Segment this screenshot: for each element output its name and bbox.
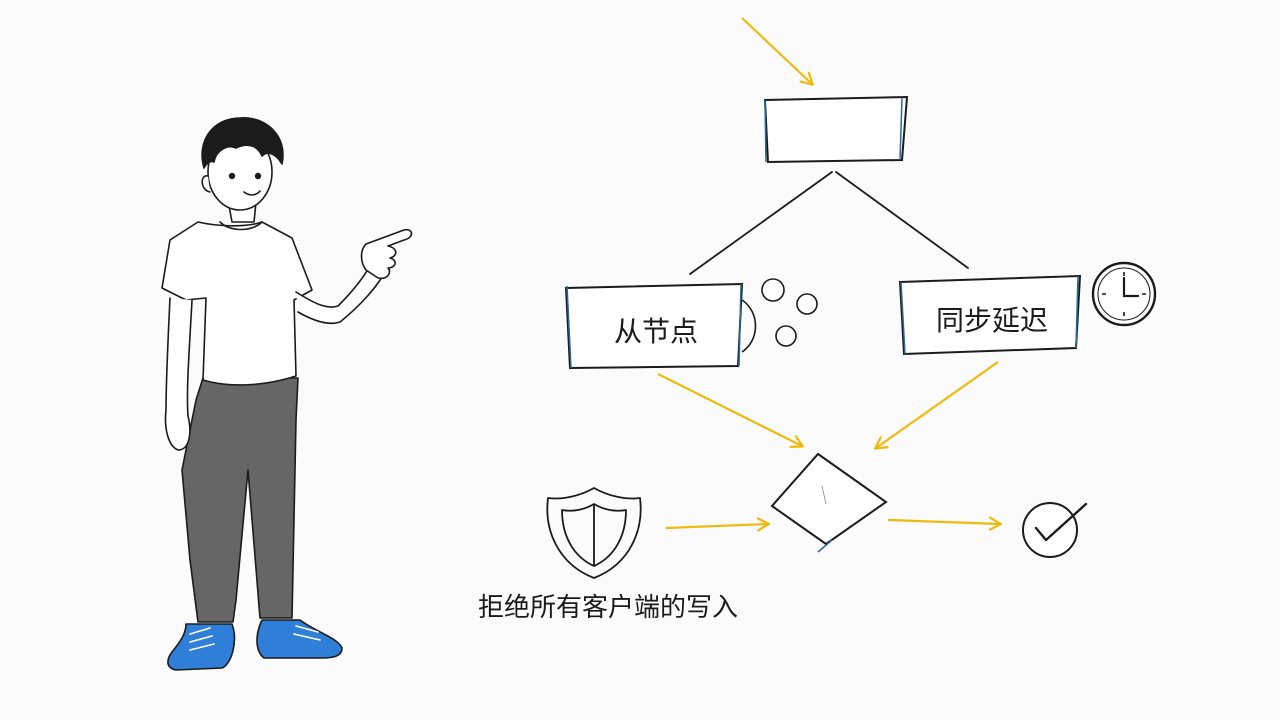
shield-icon <box>546 487 642 579</box>
slave-node-label: 从节点 <box>614 315 698 348</box>
person-left-arm <box>164 297 193 451</box>
reject-writes-label: 拒绝所有客户端的写入 <box>478 593 738 623</box>
check-circle-icon <box>1022 502 1088 558</box>
person-hair <box>201 117 284 169</box>
person-pointing-hand <box>360 228 413 280</box>
cluster-circles-icon <box>761 278 818 347</box>
sync-delay-node-label: 同步延迟 <box>936 304 1048 337</box>
decision-diamond <box>770 452 888 553</box>
person-pants <box>181 377 299 623</box>
clock-icon <box>1091 261 1157 327</box>
arrow-sync-delay-to-decision <box>876 361 999 448</box>
person-pointing-illustration <box>161 117 413 671</box>
branch-right <box>835 171 969 269</box>
person-right-shoe <box>256 619 343 659</box>
top-node-box <box>763 95 909 164</box>
arrow-slave-to-decision <box>657 373 802 446</box>
sync-delay-node-box: 同步延迟 <box>898 274 1082 356</box>
slave-node-box: 从节点 <box>564 282 757 370</box>
arrow-into-top-node <box>741 17 812 84</box>
arrow-decision-to-check <box>887 520 1000 524</box>
arrow-shield-to-decision <box>665 524 768 528</box>
person-shirt <box>161 221 313 386</box>
branch-left <box>689 171 833 275</box>
